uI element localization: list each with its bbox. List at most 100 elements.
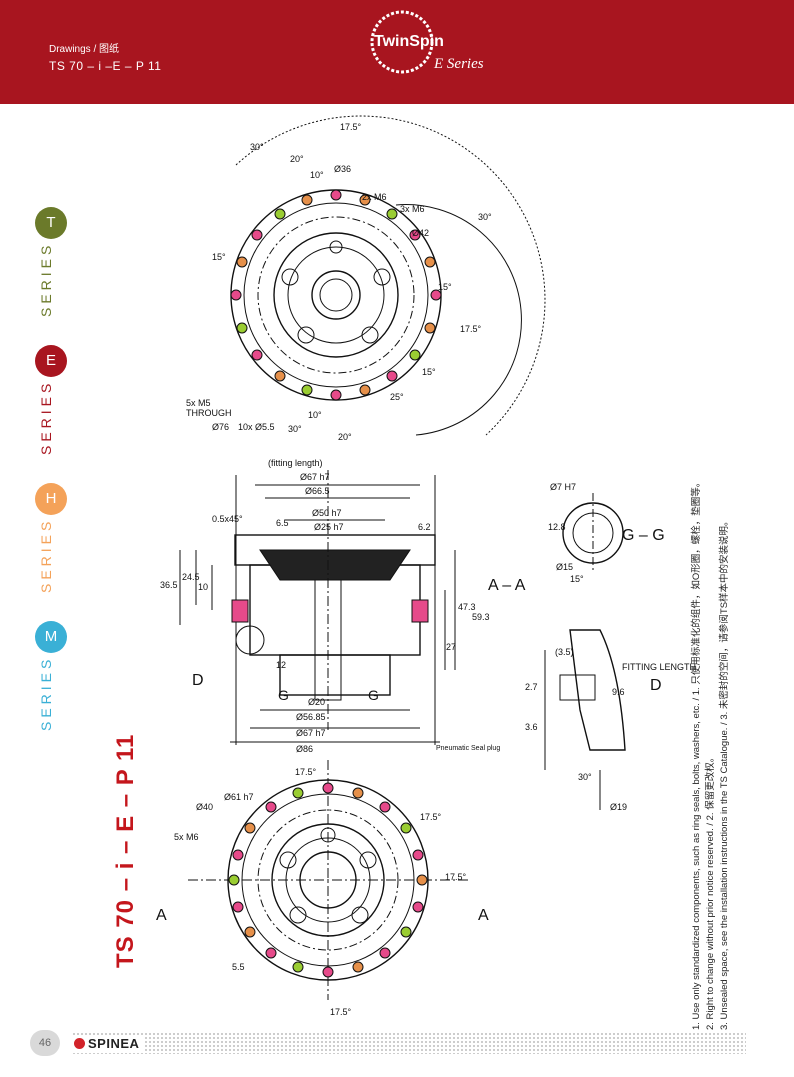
dim: 10° [310, 170, 324, 180]
dim: 17.5° [420, 812, 442, 822]
detail-label-d: D [650, 677, 662, 694]
dim: 10 [198, 582, 208, 592]
section-gg [562, 493, 624, 573]
dim: FITTING LENGTH [622, 662, 696, 672]
dim: Ø19 [610, 802, 627, 812]
dim: 12.8 [548, 522, 566, 532]
dim: 5x M6 [174, 832, 199, 842]
header-bar: Drawings / 图纸 TS 70 – i –E – P 11 TwinSp… [0, 0, 794, 104]
dim: Ø50 h7 [312, 508, 342, 518]
dim: Ø36 [334, 164, 351, 174]
dim: Ø40 [196, 802, 213, 812]
dim: Ø56.85 [296, 712, 326, 722]
dim: Ø20 [308, 697, 325, 707]
section-label-g1: G [278, 687, 289, 703]
seal-plug-label: Pneumatic Seal plug [436, 745, 500, 752]
dim: 3.6 [525, 722, 538, 732]
callout: 5x M5 [186, 398, 211, 408]
dim: Ø42 [412, 228, 429, 238]
series-badge: H [35, 483, 67, 515]
dim: 6.5 [276, 518, 289, 528]
section-label-aa: A – A [488, 577, 526, 594]
bottom-flange-view [188, 760, 468, 1000]
section-mark-a: A [478, 907, 489, 924]
dim: 17.5° [330, 1007, 352, 1017]
dim: 5.5 [232, 962, 245, 972]
series-label: SERIES [38, 241, 54, 317]
dim: 20° [290, 154, 304, 164]
dim: 17.5° [460, 324, 482, 334]
dim: Ø67 h7 [300, 472, 330, 482]
logo-main: TwinSpin [374, 33, 444, 50]
dim: Ø86 [296, 744, 313, 754]
bottom-bolt-holes [228, 782, 428, 978]
dim: 17.5° [445, 872, 467, 882]
dim: 30° [578, 772, 592, 782]
dim: 17.5° [340, 122, 362, 132]
logo-sub: E Series [433, 56, 484, 72]
section-mark-a: A [156, 907, 167, 924]
dim: 30° [250, 142, 264, 152]
series-label: SERIES [38, 517, 54, 593]
dim: Ø25 h7 [314, 522, 344, 532]
dim: 9.6 [612, 687, 625, 697]
top-bolt-holes [230, 189, 442, 401]
dim: (3.5) [555, 647, 574, 657]
detail-d [544, 629, 626, 810]
dim: 15° [212, 252, 226, 262]
dim: 36.5 [160, 580, 178, 590]
series-badge: T [35, 207, 67, 239]
dim: 20° [338, 432, 352, 442]
series-label: SERIES [38, 655, 54, 731]
twinspin-logo: TwinSpin E Series [370, 10, 484, 74]
dim: Ø67 h7 [296, 728, 326, 738]
series-badge: E [35, 345, 67, 377]
dim: Ø61 h7 [224, 792, 254, 802]
dim: Ø66.5 [305, 486, 330, 496]
dim: 27 [446, 642, 456, 652]
dim: 10° [308, 410, 322, 420]
page-number: 46 [30, 1030, 60, 1056]
spinea-logo: SPINEA [72, 1036, 146, 1052]
section-label-g2: G [368, 687, 379, 703]
dim: 15° [438, 282, 452, 292]
series-label: SERIES [38, 379, 54, 455]
section-label-d: D [192, 672, 204, 689]
dim: 47.3 [458, 602, 476, 612]
note-2: 2. Right to change without prior notice … [705, 752, 716, 1030]
section-label-gg: G – G [622, 527, 665, 544]
dim: 15° [570, 574, 584, 584]
dim: 30° [478, 212, 492, 222]
callout: 10x Ø5.5 [238, 422, 275, 432]
dim: (fitting length) [268, 458, 323, 468]
note-3: 3. Unsealed space, see the installation … [719, 516, 730, 1030]
notes: 1. Use only standardized components, suc… [690, 380, 732, 1030]
technical-drawing: 17.5° 30° 20° 10° Ø36 2x M6 3x M6 Ø42 30… [156, 115, 696, 1017]
dim: 59.3 [472, 612, 490, 622]
dim: 3x M6 [400, 204, 425, 214]
brand-name: SPINEA [88, 1036, 140, 1051]
dim: Ø15 [556, 562, 573, 572]
dim: 12 [276, 660, 286, 670]
spinea-logo-icon [74, 1038, 85, 1049]
dim: 2x M6 [362, 192, 387, 202]
top-flange-view [230, 115, 546, 436]
dim: Ø7 H7 [550, 482, 576, 492]
model-code: TS 70 – i –E – P 11 [49, 59, 162, 73]
footer-bar [72, 1032, 746, 1054]
dim: 0.5x45° [212, 514, 243, 524]
callout: Ø76 [212, 422, 229, 432]
note-1: 1. Use only standardized components, suc… [691, 477, 702, 1030]
dim: 2.7 [525, 682, 538, 692]
dim: 30° [288, 424, 302, 434]
dim: 6.2 [418, 522, 431, 532]
drawing-title: TS 70 – i – E – P 11 [112, 733, 139, 968]
series-badge: M [35, 621, 67, 653]
dim: 25° [390, 392, 404, 402]
callout: THROUGH [186, 408, 232, 418]
dim: 24.5 [182, 572, 200, 582]
breadcrumb: Drawings / 图纸 [49, 44, 120, 55]
dim: 17.5° [295, 767, 317, 777]
dim: 15° [422, 367, 436, 377]
section-aa [179, 470, 456, 745]
